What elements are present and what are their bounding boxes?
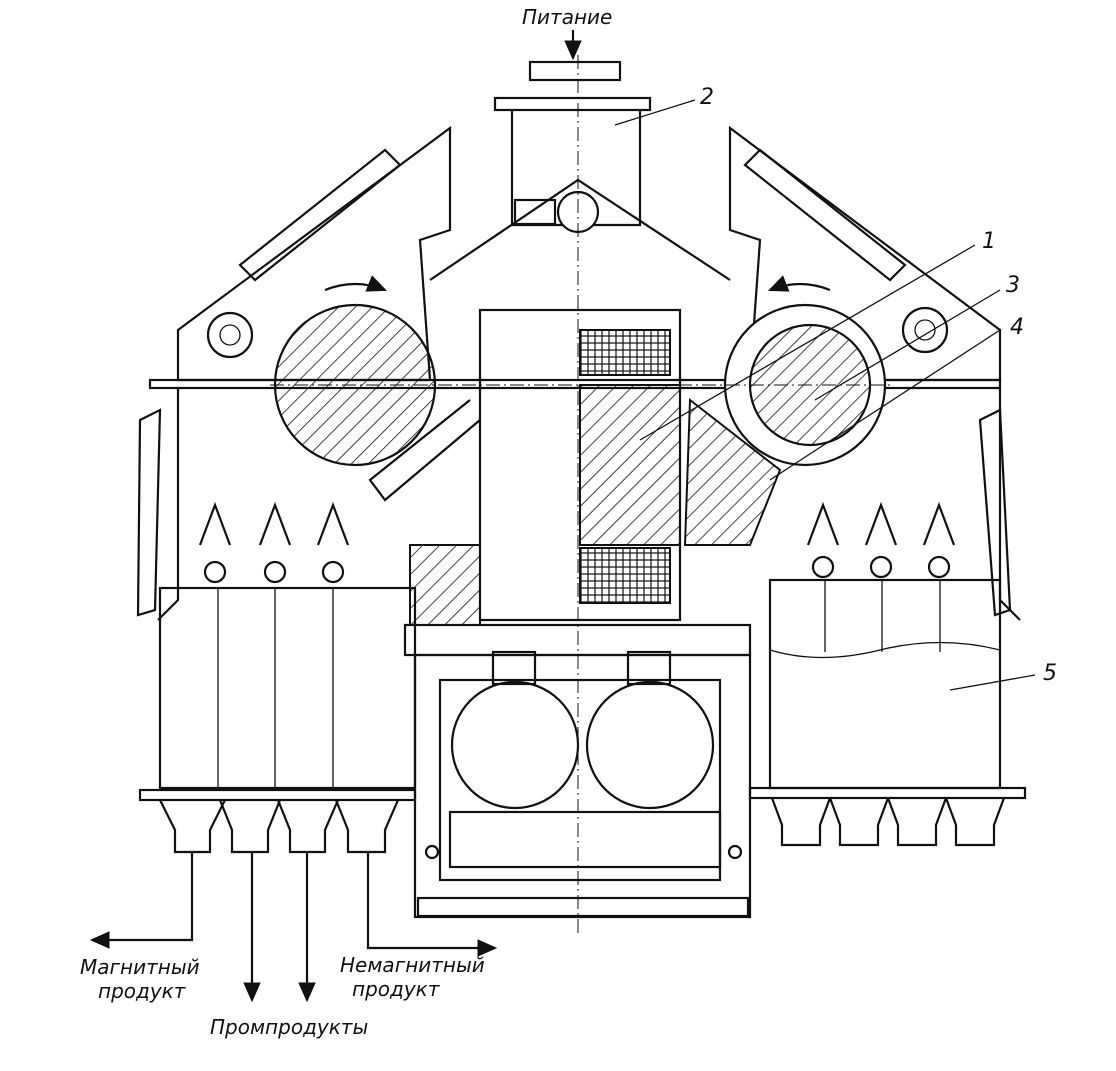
callout-5: 5	[1043, 661, 1057, 686]
separator-housing	[136, 125, 1021, 621]
splitter-blade	[806, 501, 840, 546]
pole-piece	[683, 398, 782, 546]
callout-2: 2	[700, 85, 714, 110]
right-motor	[585, 680, 715, 810]
drive-frame	[413, 653, 752, 919]
motor-base	[448, 810, 722, 869]
magnet-core	[579, 384, 681, 546]
frame-bolt	[424, 844, 440, 860]
chute-cutaway-line	[769, 641, 1001, 659]
nonmagnetic-product-label-line2: продукт	[352, 977, 441, 1001]
right-motor-terminal-box	[626, 650, 672, 686]
left-motor	[450, 680, 580, 810]
magnetic-product-label-line1: Магнитный	[80, 955, 200, 979]
callout-1: 1	[982, 229, 996, 254]
drive-foot	[416, 896, 750, 918]
left-side-cover	[136, 408, 162, 617]
leader-5	[949, 674, 1036, 691]
leader-4	[769, 329, 1001, 481]
magnetic-product-label-line2: продукт	[98, 979, 187, 1003]
left-yoke	[409, 544, 481, 626]
splitter-pivot	[263, 560, 287, 584]
leader-2	[614, 99, 696, 126]
leader-1	[639, 244, 976, 441]
product-splitters	[198, 501, 956, 584]
callout-leaders	[614, 99, 1036, 691]
right-side-cover	[978, 408, 1012, 617]
left-pulley-hub	[219, 324, 241, 346]
left-chute-box	[158, 586, 417, 790]
feed-label: Питание	[522, 5, 612, 29]
frame-bolt	[727, 844, 743, 860]
outlet-nozzle	[828, 797, 890, 847]
right-outlets	[770, 797, 1006, 847]
splitter-blade	[316, 501, 350, 546]
callout-4: 4	[1010, 315, 1024, 340]
left-motor-terminal-box	[491, 650, 537, 686]
splitter-blade	[198, 501, 232, 546]
left-side-wall	[157, 388, 180, 621]
outlet-nozzle	[159, 799, 226, 854]
right-roll-rotation-arrow	[767, 275, 831, 292]
product-flow-arrows	[89, 852, 498, 1003]
hopper-gate	[513, 198, 557, 226]
left-roll-rotation-arrow	[324, 275, 388, 292]
right-pulley-hub	[914, 319, 936, 341]
outlet-nozzle	[770, 797, 832, 847]
left-pulley	[206, 311, 254, 359]
splitter-blade	[922, 501, 956, 546]
drive-unit	[413, 650, 752, 919]
nonmagnetic-product-label-line1: Немагнитный	[340, 953, 485, 977]
feed-hopper	[429, 60, 731, 281]
left-bottom-flange	[138, 788, 417, 802]
nonmagnetic-product-arrow	[366, 852, 498, 957]
callout-3: 3	[1006, 273, 1020, 298]
frame-beam	[148, 378, 1002, 390]
lower-coil-winding	[579, 547, 671, 604]
drive-inner-frame	[438, 678, 722, 882]
right-pulley	[901, 306, 949, 354]
middlings-label: Промпродукты	[210, 1015, 368, 1039]
left-top-cover	[238, 148, 402, 282]
outlet-nozzle	[944, 797, 1006, 847]
right-chute-box	[768, 578, 1002, 790]
feed-inlet-flange	[528, 60, 622, 82]
magnetic-system	[368, 308, 782, 657]
outlet-nozzle	[276, 799, 340, 854]
outlet-nozzle	[218, 799, 282, 854]
hopper-top-flange	[493, 96, 652, 112]
splitter-pivot	[321, 560, 345, 584]
right-side-wall	[998, 388, 1021, 621]
splitter-pivot	[927, 555, 951, 579]
right-top-cover	[743, 148, 907, 282]
outlet-nozzle	[886, 797, 948, 847]
right-bottom-flange	[748, 786, 1027, 800]
leader-3	[814, 289, 1001, 401]
splitter-pivot	[869, 555, 893, 579]
splitter-pivot	[203, 560, 227, 584]
splitter-pivot	[811, 555, 835, 579]
splitter-blade	[258, 501, 292, 546]
outlet-nozzle	[334, 799, 400, 854]
splitter-blade	[864, 501, 898, 546]
magnetic-product-arrow	[89, 852, 194, 949]
left-splitters	[198, 501, 350, 584]
left-pole-shoe	[368, 399, 481, 502]
right-splitters	[806, 501, 956, 579]
left-outlets	[159, 799, 400, 854]
upper-coil-winding	[579, 329, 671, 376]
